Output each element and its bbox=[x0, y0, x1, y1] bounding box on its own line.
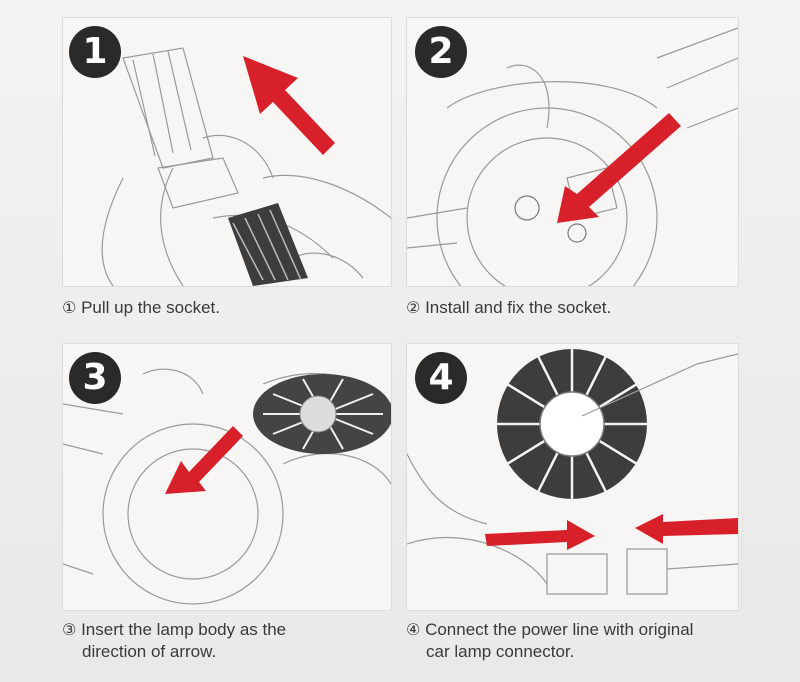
step-1-caption: ① Pull up the socket. bbox=[62, 297, 392, 319]
step-4-text-line2: car lamp connector. bbox=[426, 642, 575, 661]
step-2-badge: 2 bbox=[415, 26, 467, 78]
step-4-text: Connect the power line with original bbox=[425, 620, 694, 639]
install-arrow-icon bbox=[557, 113, 681, 223]
step-3-badge: 3 bbox=[69, 352, 121, 404]
step-3-text-line2: direction of arrow. bbox=[82, 642, 217, 661]
step-3-text: Insert the lamp body as the bbox=[81, 620, 287, 639]
step-2-marker: ② bbox=[406, 298, 421, 317]
step-3-marker: ③ bbox=[62, 620, 77, 639]
insert-arrow-icon bbox=[165, 426, 243, 494]
step-4-illustration: 4 bbox=[406, 343, 739, 611]
step-2-illustration: 2 bbox=[406, 17, 739, 287]
step-1-marker: ① bbox=[62, 298, 77, 317]
step-1-illustration: 1 bbox=[62, 17, 392, 287]
connector-arrow-icon bbox=[485, 514, 738, 550]
step-4-marker: ④ bbox=[406, 620, 421, 639]
step-1-badge: 1 bbox=[69, 26, 121, 78]
step-4-badge: 4 bbox=[415, 352, 467, 404]
socket-pull-sketch bbox=[101, 47, 391, 286]
step-3-illustration: 3 bbox=[62, 343, 392, 611]
connector-sketch bbox=[407, 349, 738, 595]
step-1-text: Pull up the socket. bbox=[81, 298, 220, 317]
lamp-insert-sketch bbox=[63, 368, 391, 605]
pull-up-arrow-icon bbox=[243, 56, 335, 155]
step-2-text: Install and fix the socket. bbox=[425, 298, 612, 317]
step-4-caption: ④ Connect the power line with original c… bbox=[406, 619, 786, 663]
step-2-caption: ② Install and fix the socket. bbox=[406, 297, 736, 319]
socket-install-sketch bbox=[407, 27, 738, 286]
step-3-caption: ③ Insert the lamp body as the direction … bbox=[62, 619, 392, 663]
